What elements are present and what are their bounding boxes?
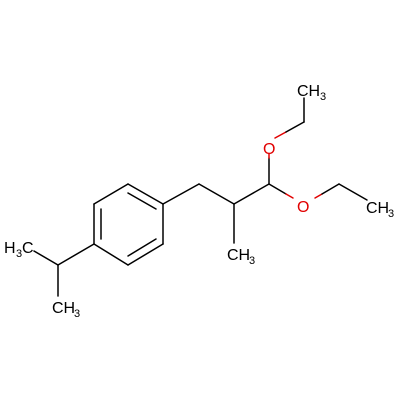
ethyl2-methyl-label: CH 3 <box>366 200 394 220</box>
ring-bond <box>93 183 129 205</box>
ch2-to-ch3-bond <box>338 183 368 201</box>
ring-bond <box>127 243 164 266</box>
isopropyl-bottom-methyl-sub: 3 <box>74 308 80 320</box>
ring-to-ch2-bond <box>162 183 200 205</box>
o1-to-ch2-bond-o <box>274 131 287 139</box>
ch-to-acetal-bond <box>233 183 270 205</box>
isopropyl-to-left-methyl-bond <box>33 250 59 266</box>
ethyl2-methyl-sub: 3 <box>388 208 394 220</box>
chain-methyl-label: CH 3 <box>227 247 255 267</box>
o1-to-ch2-bond <box>285 121 305 133</box>
ch2-to-ch-bond <box>198 183 235 205</box>
chain-methyl-main: CH <box>227 247 250 264</box>
oxygen-atom-2: O <box>297 199 309 216</box>
ethyl1-methyl-sub: 3 <box>320 91 326 103</box>
isopropyl-bottom-methyl-label: CH 3 <box>52 300 80 320</box>
ring-to-isopropyl-bond <box>57 243 95 266</box>
acetal-to-o2-bond-o <box>285 193 294 199</box>
ethyl2-methyl-main: CH <box>366 200 389 217</box>
o2-to-ch2-bond-o <box>314 193 323 199</box>
ethyl1-methyl-label: CH 3 <box>297 83 326 103</box>
acetal-to-o2-bond <box>268 183 287 195</box>
benzene-ring <box>93 183 164 266</box>
ring-bond <box>127 183 164 205</box>
isopropyl-left-methyl-label: H 3 C <box>4 240 34 260</box>
isopropyl-left-methyl-sub: 3 <box>16 248 22 260</box>
ring-double-bond <box>127 238 157 257</box>
isopropyl-left-methyl-tail: C <box>22 240 34 257</box>
ethyl1-methyl-main: CH <box>297 83 320 100</box>
ring-bond <box>93 243 129 266</box>
isopropyl-left-methyl-main: H <box>4 240 16 257</box>
ring-double-bond <box>127 192 157 210</box>
oxygen-atom-1: O <box>263 141 275 158</box>
o2-to-ch2-bond <box>321 183 340 195</box>
chain-methyl-sub: 3 <box>249 255 255 267</box>
isopropyl-bottom-methyl-main: CH <box>52 300 75 317</box>
